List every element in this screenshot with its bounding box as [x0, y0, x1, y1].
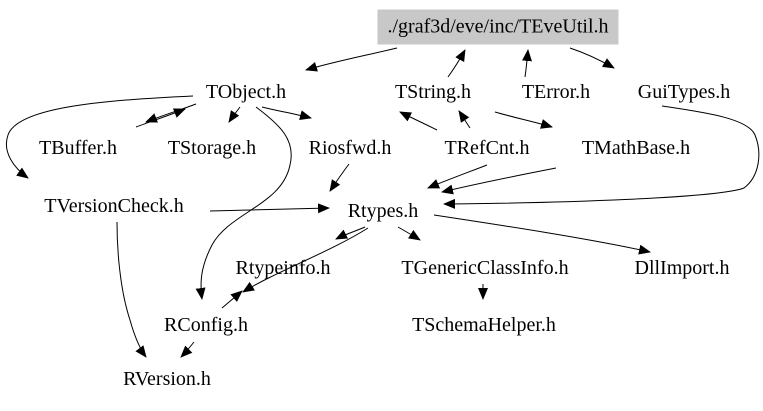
edge-trefcnt-to-rtypes: [427, 164, 488, 189]
node-tbuffer[interactable]: TBuffer.h: [39, 137, 117, 159]
edge-tmathbase-to-tstring: [458, 110, 471, 129]
node-tstring[interactable]: TString.h: [394, 81, 472, 103]
edge-riosfwd-to-rtypes: [329, 163, 350, 192]
edge-tstring-to-teveutil: [447, 49, 466, 78]
node-rversion[interactable]: RVersion.h: [123, 368, 211, 390]
edge-tbuffer-to-tobject: [135, 108, 186, 128]
edge-tmathbase-to-rtypes: [441, 167, 557, 195]
edge-teveutil-to-guitypes: [569, 47, 615, 69]
edge-rconfig-to-rtypeinfo: [221, 290, 243, 309]
node-rconfig[interactable]: RConfig.h: [164, 314, 248, 336]
edge-tobject-to-riosfwd: [261, 106, 312, 120]
edge-teveutil-to-tobject: [305, 47, 398, 72]
edge-rconfig-to-rversion: [180, 341, 195, 358]
node-tversioncheck[interactable]: TVersionCheck.h: [44, 195, 184, 217]
node-dllimport[interactable]: DllImport.h: [634, 257, 730, 279]
node-teveutil[interactable]: ./graf3d/eve/inc/TEveUtil.h: [377, 9, 619, 45]
node-rtypes[interactable]: Rtypes.h: [347, 200, 419, 222]
edge-rtypes-to-rconfig: [242, 227, 369, 293]
edge-tobject-to-tbuffer: [145, 103, 197, 123]
edge-tversioncheck-to-rtypes: [209, 203, 330, 214]
node-terror[interactable]: TError.h: [521, 81, 591, 103]
node-tobject[interactable]: TObject.h: [205, 81, 287, 103]
edge-guitypes-to-rtypes: [443, 105, 760, 209]
edge-tobject-to-rconfig: [195, 106, 292, 300]
node-trefcnt[interactable]: TRefCnt.h: [444, 137, 530, 159]
edge-tstring-to-tmathbase: [494, 111, 553, 129]
node-tschemahelper[interactable]: TSchemaHelper.h: [412, 314, 556, 336]
node-guitypes[interactable]: GuiTypes.h: [637, 81, 731, 103]
node-tstorage[interactable]: TStorage.h: [167, 137, 257, 159]
edge-trefcnt-to-tstring: [399, 111, 438, 131]
edge-tobject-to-tversioncheck: [6, 95, 194, 179]
edge-rtypes-to-tgenericclassinfo: [397, 226, 421, 241]
edge-rtypes-to-rtypeinfo: [335, 226, 366, 240]
edge-tversioncheck-to-rversion: [116, 221, 147, 358]
node-tgenericclassinfo[interactable]: TGenericClassInfo.h: [401, 257, 569, 279]
node-rtypeinfo[interactable]: Rtypeinfo.h: [235, 257, 331, 279]
edge-terror-to-teveutil: [522, 49, 532, 78]
node-riosfwd[interactable]: Riosfwd.h: [308, 137, 392, 159]
edge-rtypes-to-dllimport: [433, 214, 651, 255]
node-tmathbase[interactable]: TMathBase.h: [581, 137, 691, 159]
edge-tobject-to-tstorage: [228, 106, 241, 123]
